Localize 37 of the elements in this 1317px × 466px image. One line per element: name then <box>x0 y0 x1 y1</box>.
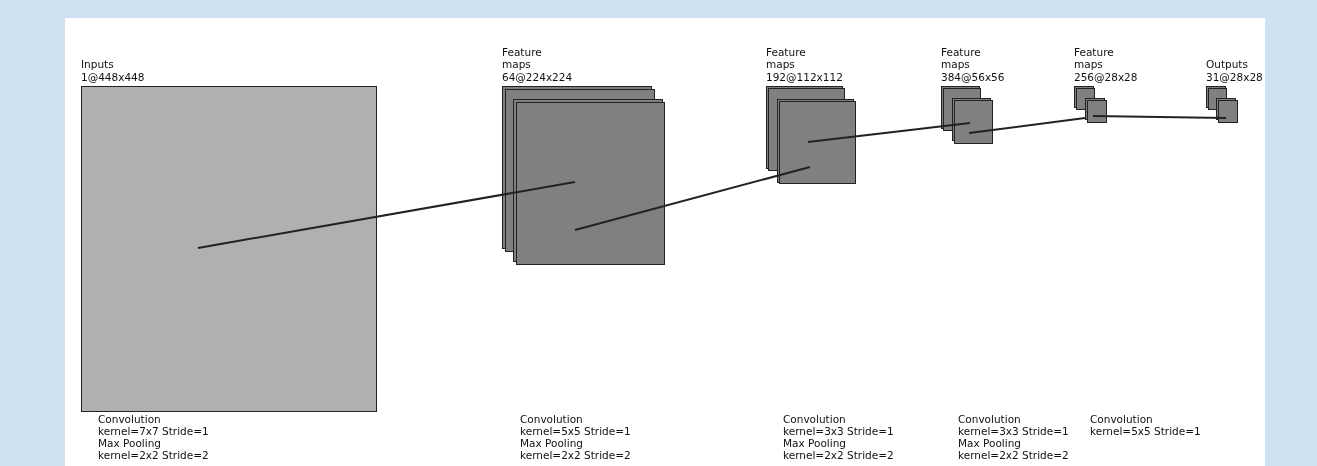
feature-map-stack <box>766 45 856 184</box>
layer-size: 384@56x56 <box>941 70 1005 83</box>
projection-line <box>807 122 971 143</box>
layer-operation-note: Max Pooling <box>958 437 1021 449</box>
layer-size: 31@28x28 <box>1206 70 1264 83</box>
layer-title: Inputs <box>81 58 115 71</box>
layer-operation-note: kernel=5x5 Stride=1 <box>1090 425 1201 437</box>
layer-size: 1@448x448 <box>81 70 145 83</box>
layer-size: 64@224x224 <box>502 70 573 83</box>
layer-operation-note: kernel=2x2 Stride=2 <box>958 449 1069 461</box>
layer-operation-note: Convolution <box>783 413 846 425</box>
layer-operation-note: kernel=2x2 Stride=2 <box>98 449 209 461</box>
layer-operation-note: Max Pooling <box>98 437 161 449</box>
layer-operation-note: kernel=2x2 Stride=2 <box>783 449 894 461</box>
layer-title: Feature maps <box>502 45 543 71</box>
layer-operation-note: Max Pooling <box>783 437 846 449</box>
projection-line <box>1092 115 1227 119</box>
layer-operation-note: Convolution <box>958 413 1021 425</box>
layer-title: Feature maps <box>1074 45 1115 71</box>
layer-operation-note: kernel=3x3 Stride=1 <box>783 425 894 437</box>
layer-operation-note: Convolution <box>520 413 583 425</box>
layer-operation-note: kernel=2x2 Stride=2 <box>520 449 631 461</box>
projection-line <box>197 181 576 249</box>
layer-size: 256@28x28 <box>1074 70 1138 83</box>
layer-operation-note: kernel=3x3 Stride=1 <box>958 425 1069 437</box>
layer-operation-note: Convolution <box>1090 413 1153 425</box>
projection-line <box>968 117 1086 134</box>
layer-title: Feature maps <box>941 45 982 71</box>
layer-title: Outputs <box>1206 58 1249 71</box>
layer-operation-note: kernel=7x7 Stride=1 <box>98 425 209 437</box>
feature-map-stack <box>81 58 377 412</box>
layer-size: 192@112x112 <box>766 70 843 83</box>
projection-line <box>574 166 811 231</box>
layer-title: Feature maps <box>766 45 807 71</box>
layer-operation-note: Max Pooling <box>520 437 583 449</box>
feature-map-stack <box>502 45 665 265</box>
layer-operation-note: kernel=5x5 Stride=1 <box>520 425 631 437</box>
